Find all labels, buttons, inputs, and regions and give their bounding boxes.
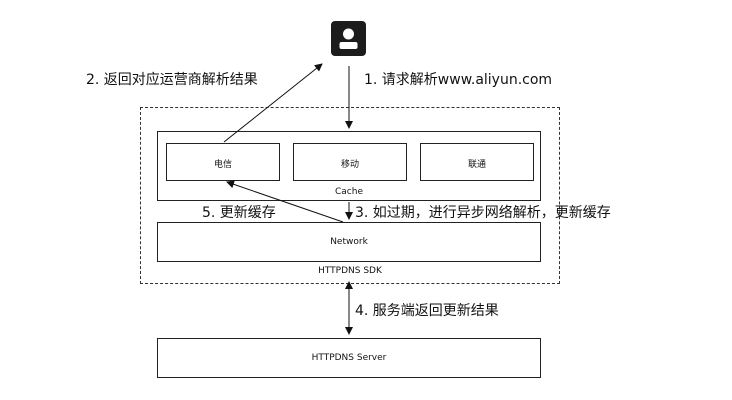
network-label: Network: [330, 237, 368, 247]
sdk-label: HTTPDNS SDK: [318, 266, 382, 276]
step5-label: 5. 更新缓存: [202, 205, 276, 221]
step1-label: 1. 请求解析www.aliyun.com: [364, 72, 553, 88]
user-icon: [331, 21, 366, 56]
carrier-box-mobile: 移动: [293, 143, 407, 181]
step3-label: 3. 如过期，进行异步网络解析，更新缓存: [355, 205, 611, 221]
step4-label: 4. 服务端返回更新结果: [355, 303, 499, 319]
carrier-label: 联通: [467, 160, 486, 170]
step2-label: 2. 返回对应运营商解析结果: [86, 72, 258, 88]
carrier-box-telecom: 电信: [166, 143, 280, 181]
server-box: HTTPDNS Server: [157, 338, 541, 378]
carrier-label: 移动: [340, 160, 359, 170]
server-label: HTTPDNS Server: [311, 353, 387, 363]
carrier-box-unicom: 联通: [420, 143, 534, 181]
cache-box: 电信 移动 联通 Cache: [157, 131, 541, 201]
network-box: Network: [157, 222, 541, 262]
carrier-label: 电信: [213, 160, 232, 170]
cache-label: Cache: [335, 187, 363, 197]
